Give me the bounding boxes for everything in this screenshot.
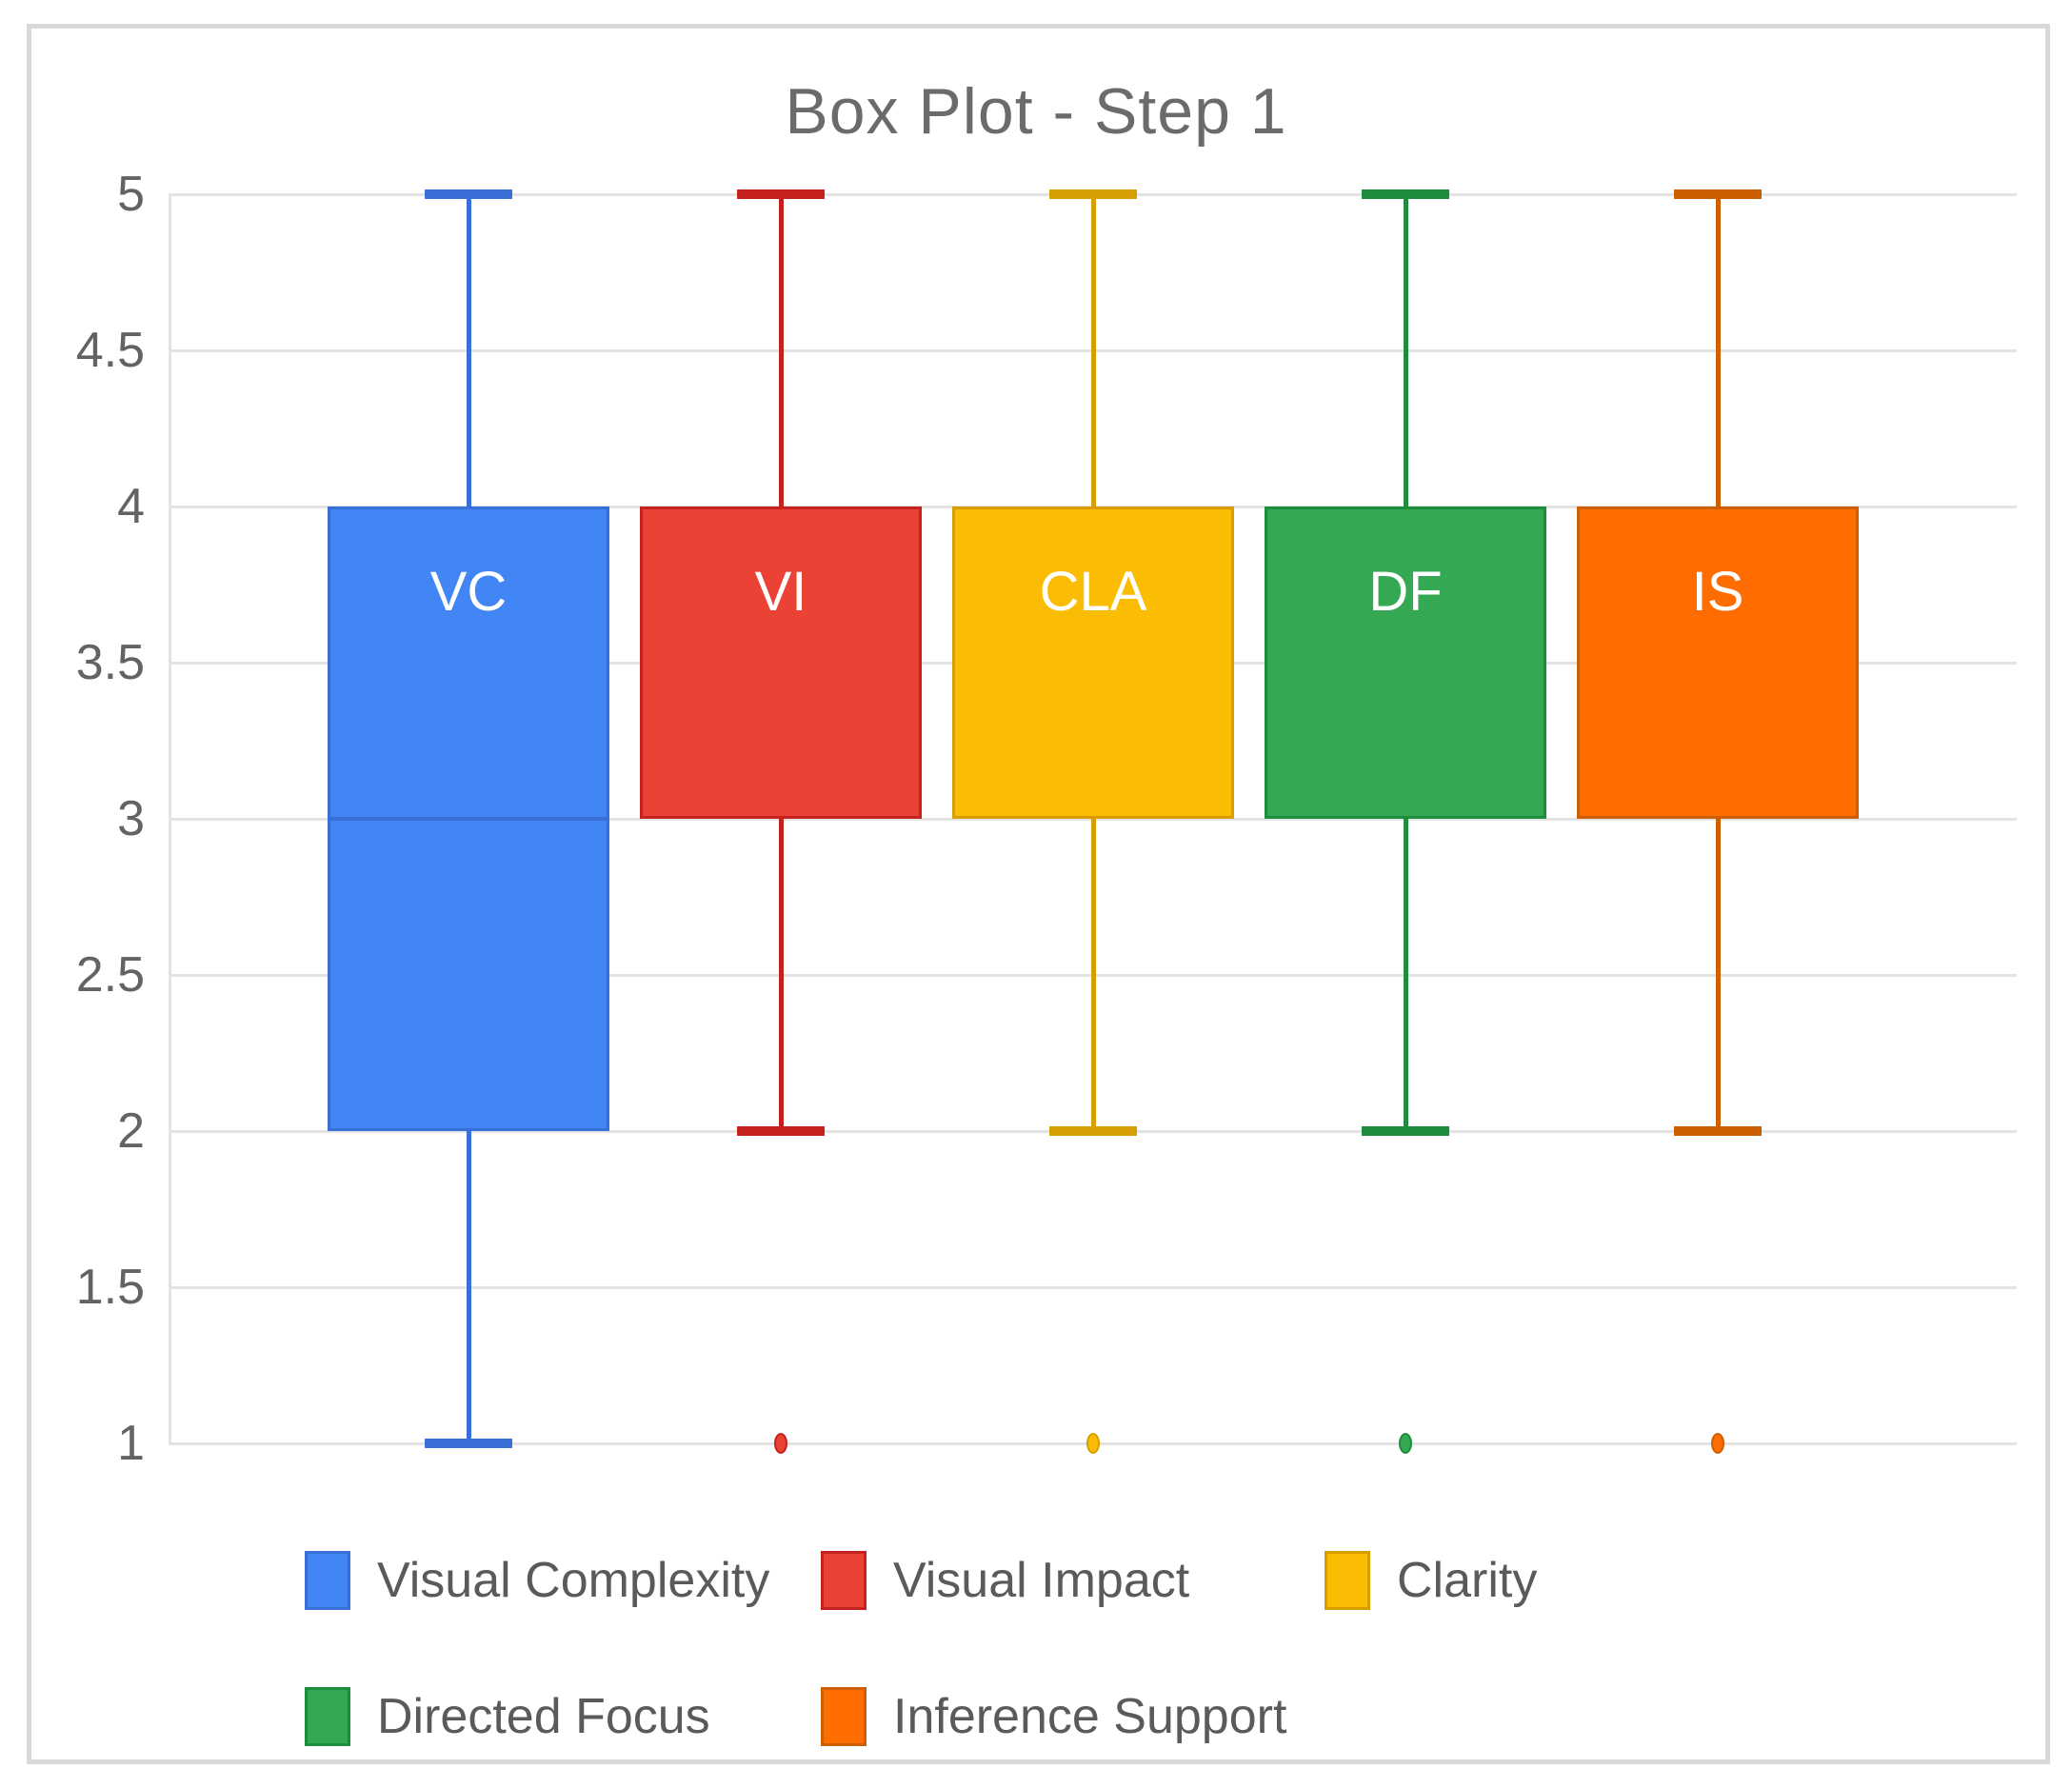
legend-label: Directed Focus xyxy=(377,1689,710,1744)
legend-swatch-icon xyxy=(305,1687,350,1746)
whisker-cap-top-cla xyxy=(1049,189,1137,199)
outlier-dot-vi[interactable] xyxy=(774,1433,787,1454)
whisker-cap-bottom-df xyxy=(1362,1126,1449,1136)
gridline xyxy=(169,1286,2017,1289)
box-label-is: IS xyxy=(1691,561,1744,623)
box-vi[interactable] xyxy=(640,507,922,819)
legend-item-vi[interactable]: Visual Impact xyxy=(821,1551,1189,1610)
y-tick-label: 3.5 xyxy=(75,635,145,690)
whisker-cap-top-vi xyxy=(737,189,825,199)
legend-swatch-icon xyxy=(821,1687,867,1746)
box-label-vi: VI xyxy=(754,561,807,623)
box-df[interactable] xyxy=(1265,507,1546,819)
median-line-vc xyxy=(328,817,609,821)
box-label-df: DF xyxy=(1368,561,1443,623)
whisker-cap-bottom-vi xyxy=(737,1126,825,1136)
legend-label: Inference Support xyxy=(893,1689,1287,1744)
legend-label: Visual Complexity xyxy=(377,1553,770,1608)
y-tick-label: 1.5 xyxy=(75,1260,145,1315)
legend-swatch-icon xyxy=(305,1551,350,1610)
legend-item-is[interactable]: Inference Support xyxy=(821,1687,1286,1746)
legend-item-vc[interactable]: Visual Complexity xyxy=(305,1551,769,1610)
box-is[interactable] xyxy=(1577,507,1859,819)
whisker-cap-bottom-is xyxy=(1674,1126,1762,1136)
y-tick-label: 2.5 xyxy=(75,947,145,1003)
whisker-cap-bottom-vc xyxy=(425,1439,512,1448)
outlier-dot-is[interactable] xyxy=(1711,1433,1724,1454)
y-tick-label: 1 xyxy=(117,1416,145,1471)
legend-label: Visual Impact xyxy=(893,1553,1190,1608)
y-tick-label: 2 xyxy=(117,1103,145,1159)
legend-item-df[interactable]: Directed Focus xyxy=(305,1687,710,1746)
outlier-dot-cla[interactable] xyxy=(1086,1433,1100,1454)
outlier-dot-df[interactable] xyxy=(1399,1433,1412,1454)
legend-swatch-icon xyxy=(1325,1551,1370,1610)
box-label-vc: VC xyxy=(429,561,508,623)
y-tick-label: 4 xyxy=(117,479,145,534)
y-tick-label: 4.5 xyxy=(75,323,145,378)
box-label-cla: CLA xyxy=(1039,561,1147,623)
legend-swatch-icon xyxy=(821,1551,867,1610)
box-cla[interactable] xyxy=(952,507,1234,819)
legend-item-cla[interactable]: Clarity xyxy=(1325,1551,1537,1610)
whisker-cap-top-df xyxy=(1362,189,1449,199)
chart-title: Box Plot - Step 1 xyxy=(785,75,1287,148)
whisker-cap-top-vc xyxy=(425,189,512,199)
whisker-cap-bottom-cla xyxy=(1049,1126,1137,1136)
y-axis-line xyxy=(169,194,171,1443)
y-tick-label: 5 xyxy=(117,167,145,222)
legend-label: Clarity xyxy=(1397,1553,1538,1608)
y-tick-label: 3 xyxy=(117,791,145,846)
whisker-cap-top-is xyxy=(1674,189,1762,199)
